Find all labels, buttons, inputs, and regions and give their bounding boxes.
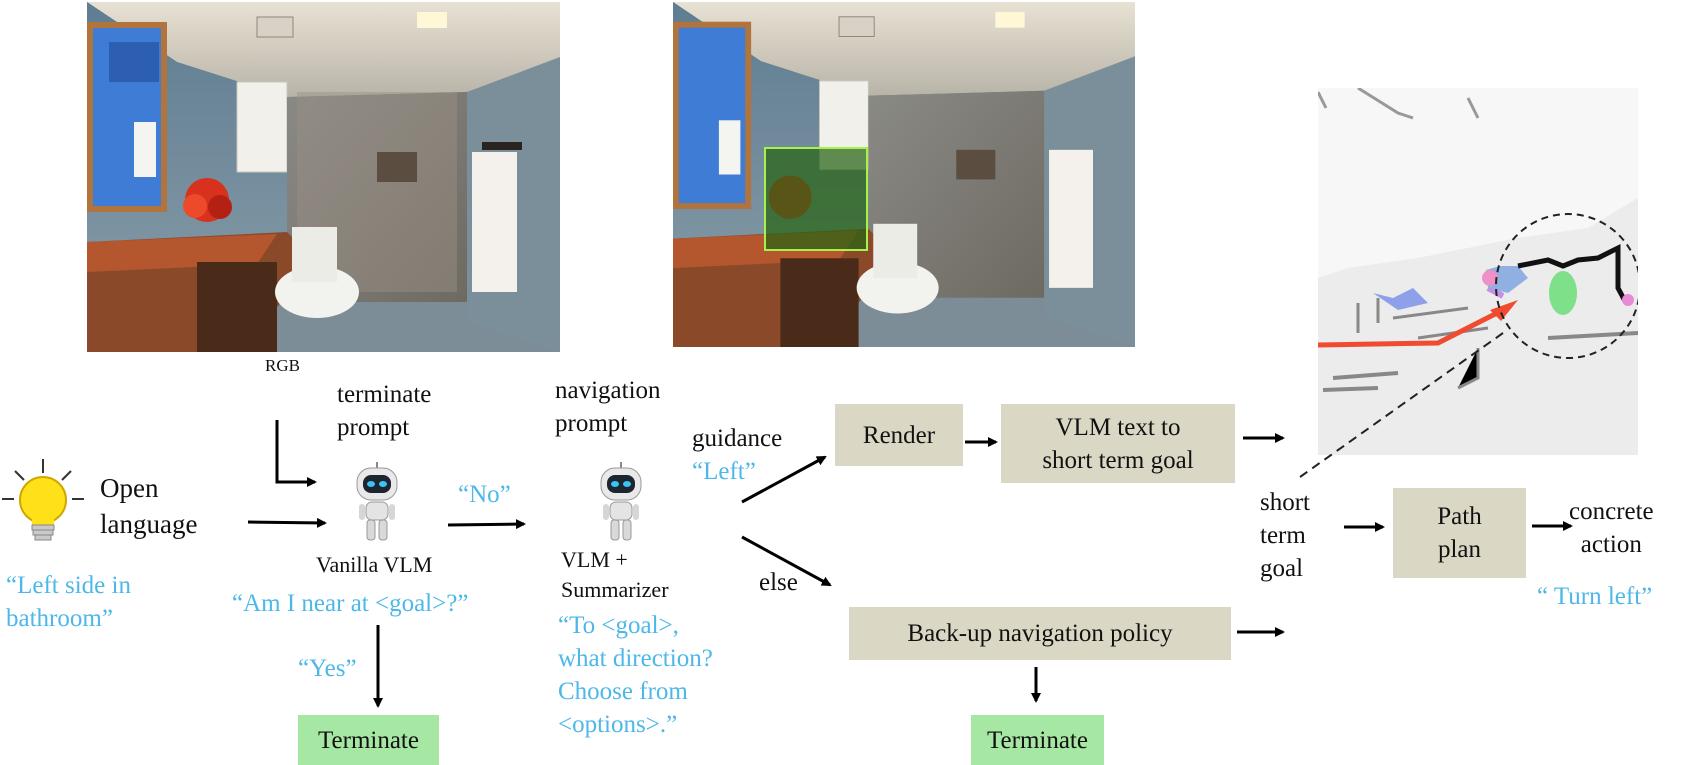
- robot-icon: [356, 462, 398, 541]
- navigation-question-line4: <options>.”: [558, 711, 678, 738]
- concrete-action-label: concrete action: [1569, 495, 1654, 561]
- yes-label: “Yes”: [298, 655, 357, 682]
- terminate-prompt-label: terminate prompt: [337, 378, 431, 444]
- input-example: “Left side in bathroom”: [6, 569, 131, 635]
- navigation-question-line3: Choose from: [558, 678, 688, 705]
- navigation-prompt-label: navigation prompt: [555, 374, 661, 440]
- vlm-text-line1: VLM text to: [1055, 413, 1181, 441]
- path-plan-line2: plan: [1437, 536, 1482, 563]
- navigation-prompt-line2: prompt: [555, 410, 628, 437]
- backup-policy-box: Back-up navigation policy: [849, 607, 1231, 660]
- guidance-label: guidance: [692, 425, 783, 452]
- summarizer-line2: Summarizer: [561, 577, 669, 602]
- navigation-question: “To <goal>, what direction? Choose from …: [558, 609, 713, 741]
- rgb-photo: [87, 2, 560, 352]
- concrete-action-line2: action: [1580, 531, 1642, 558]
- short-term-goal-line1: short: [1260, 489, 1310, 516]
- navigation-question-line1: “To <goal>,: [558, 612, 679, 639]
- open-language-line1: Open: [100, 473, 159, 503]
- action-example: “ Turn left”: [1537, 583, 1653, 610]
- path-plan-box: Path plan: [1393, 488, 1526, 578]
- input-example-line2: bathroom”: [6, 605, 113, 632]
- short-term-goal-label: short term goal: [1260, 486, 1310, 585]
- render-box: Render: [835, 404, 963, 466]
- open-language-line2: language: [100, 509, 198, 539]
- summarizer-label: VLM + Summarizer: [561, 545, 669, 605]
- terminate-box: Terminate: [298, 715, 439, 765]
- short-term-goal-line3: goal: [1260, 555, 1304, 582]
- vlm-text-box: VLM text to short term goal: [1001, 404, 1235, 483]
- terminate-question: “Am I near at <goal>?”: [232, 590, 469, 617]
- semantic-map: [1318, 88, 1638, 455]
- terminate-prompt-line2: prompt: [337, 414, 410, 441]
- open-language-label: Open language: [100, 470, 197, 542]
- no-label: “No”: [458, 481, 511, 508]
- guidance-value: “Left”: [692, 458, 756, 485]
- terminate-prompt-line1: terminate: [337, 381, 432, 408]
- summarizer-line1: VLM +: [561, 547, 628, 572]
- rgb-label: RGB: [265, 356, 300, 375]
- annotated-photo: [673, 2, 1135, 347]
- terminate-box-2: Terminate: [971, 715, 1104, 765]
- navigation-prompt-line1: navigation: [555, 377, 661, 404]
- input-example-line1: “Left side in: [6, 572, 131, 599]
- highlight-box: [764, 147, 868, 251]
- vanilla-vlm-label: Vanilla VLM: [316, 552, 433, 577]
- else-label: else: [759, 569, 798, 596]
- robot-icon-2: [600, 462, 642, 541]
- path-plan-line1: Path: [1437, 503, 1482, 530]
- lightbulb-icon: [2, 459, 84, 541]
- short-term-goal-line2: term: [1260, 522, 1306, 549]
- navigation-question-line2: what direction?: [558, 645, 713, 672]
- vlm-text-line2: short term goal: [1042, 446, 1194, 474]
- concrete-action-line1: concrete: [1569, 498, 1654, 525]
